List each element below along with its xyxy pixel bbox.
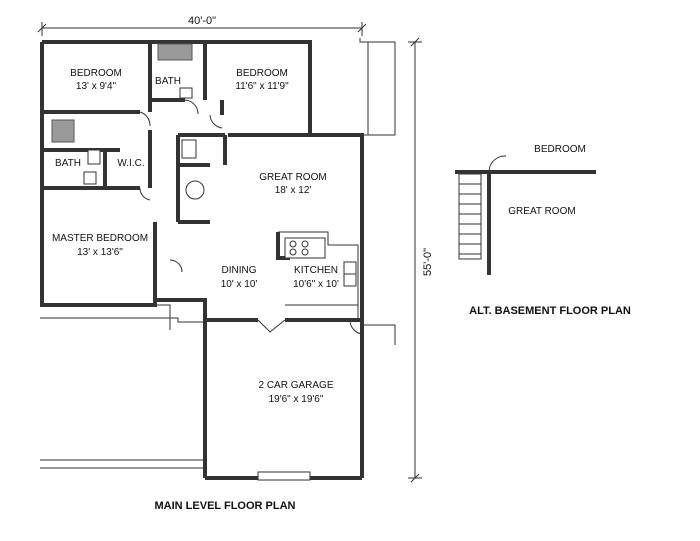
door-master-bedroom[interactable]: [139, 187, 151, 201]
kitchen-size: 10'6" x 10': [293, 279, 339, 290]
doors: [139, 99, 363, 335]
water-heater: [185, 180, 205, 200]
bedroom-2-size: 11'6" x 11'9": [235, 81, 289, 92]
bath-2-name: BATH: [55, 158, 81, 169]
burner: [289, 240, 297, 248]
garage-name: 2 CAR GARAGE: [258, 380, 333, 391]
burner: [289, 248, 297, 256]
door-garage-entry[interactable]: [257, 319, 286, 333]
garage-size: 19'6" x 19'6": [269, 394, 324, 405]
master-toilet: [83, 171, 97, 185]
dining-size: 10' x 10': [221, 279, 258, 290]
shower: [51, 119, 75, 143]
basement-plan: BEDROOM GREAT ROOM ALT. BASEMENT FLOOR P…: [455, 144, 631, 317]
burner: [301, 240, 309, 248]
basement-bedroom-door[interactable]: [488, 155, 507, 173]
bedroom-1-name: BEDROOM: [70, 68, 122, 79]
garage-walls: [203, 318, 396, 481]
bedroom-2-walls: [220, 100, 310, 137]
bath-1-name: BATH: [155, 76, 181, 87]
depth-dimension-label: 55'-0": [422, 248, 434, 276]
basement-bedroom-label: BEDROOM: [534, 144, 586, 155]
kitchen-counters: [276, 231, 359, 320]
washer: [181, 139, 197, 159]
door-front-entry[interactable]: [169, 259, 183, 273]
bathtub: [157, 43, 193, 61]
door-bedroom-2[interactable]: [209, 114, 223, 129]
door-garage-side[interactable]: [349, 319, 363, 335]
main-plan-title: MAIN LEVEL FLOOR PLAN: [155, 500, 296, 512]
master-suite-walls: [42, 130, 152, 190]
bath-fixtures: [51, 43, 205, 200]
room-labels: BEDROOM 13' x 9'4" BATH BEDROOM 11'6" x …: [52, 68, 339, 405]
master-bedroom-name: MASTER BEDROOM: [52, 233, 148, 244]
toilet: [179, 87, 193, 99]
basement-plan-title: ALT. BASEMENT FLOOR PLAN: [469, 305, 631, 317]
bedroom-2-name: BEDROOM: [236, 68, 288, 79]
door-bedroom-1[interactable]: [139, 111, 151, 127]
bath-1-walls: [150, 42, 207, 102]
dining-name: DINING: [222, 265, 257, 276]
depth-dimension: 55'-0": [408, 37, 434, 483]
burner: [301, 248, 309, 256]
great-room-name: GREAT ROOM: [259, 172, 326, 183]
width-dimension-label: 40'-0": [188, 15, 216, 27]
width-dimension: 40'-0": [37, 15, 367, 36]
master-bedroom-size: 13' x 13'6": [77, 247, 123, 258]
front-walk: [40, 304, 205, 469]
cooktop: [284, 237, 326, 259]
rear-porch: [359, 38, 396, 136]
wic-name: W.I.C.: [117, 158, 144, 169]
bedroom-1-size: 13' x 9'4": [76, 81, 117, 92]
kitchen-name: KITCHEN: [294, 265, 338, 276]
door-bath-1[interactable]: [184, 99, 199, 115]
master-sink: [87, 149, 101, 165]
stair-treads: [459, 183, 481, 255]
great-room-size: 18' x 12': [275, 185, 312, 196]
basement-great-room-label: GREAT ROOM: [508, 206, 575, 217]
hall-closet-walls: [176, 133, 227, 224]
basement-stair: [458, 173, 482, 260]
